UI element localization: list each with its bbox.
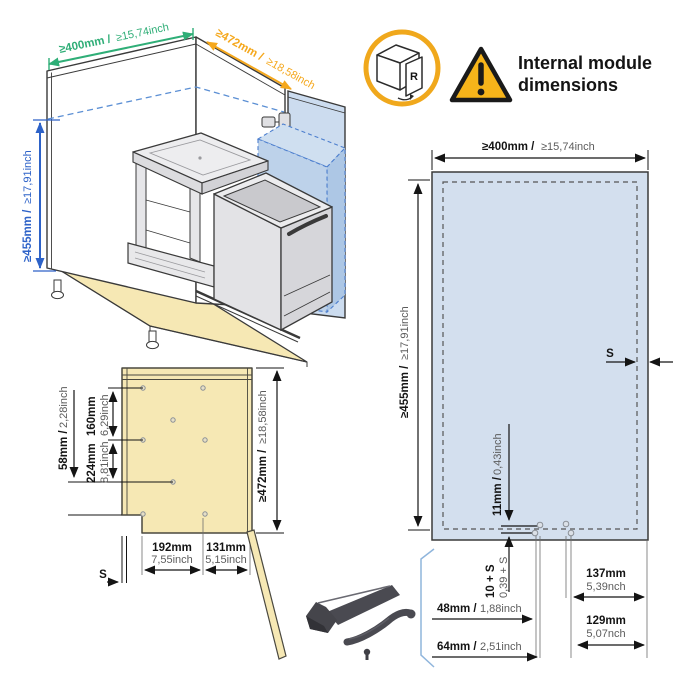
drop-mm: 11mm /	[492, 476, 504, 516]
side-plank	[246, 529, 287, 660]
dim-64-mm: 64mm /	[437, 641, 477, 653]
dim-48mm: 48mm / 1,88inch	[432, 603, 533, 624]
dim-58-mm: 58mm /	[58, 430, 70, 470]
dim-224-mm: 224mm	[86, 443, 98, 483]
panel-edge-lines	[122, 368, 252, 533]
module-reference-icon: R	[363, 29, 441, 107]
warning-icon	[449, 46, 513, 103]
isometric-cabinet-view: ≥400mm / ≥15,74inch ≥472mm / ≥18,58inch …	[22, 21, 346, 367]
drop-11mm-dimension: 11mm / 0,43inch	[492, 424, 538, 592]
edge-inch: 0,39 + S	[498, 557, 510, 598]
panel-width-dimension: ≥400mm / ≥15,74inch	[431, 141, 649, 170]
drill-holes	[531, 520, 575, 537]
cabinet-foot	[146, 330, 159, 350]
thickness-s-label: S	[99, 569, 107, 581]
dim-48-mm: 48mm /	[437, 603, 477, 615]
base-panel-drilling-view: 58mm / 2,28inch 160mm 6,29inch 224mm 8,8…	[58, 367, 287, 660]
dim-48-inch: 1,88inch	[480, 603, 522, 615]
dim-472-inch: ≥18,58inch	[257, 390, 269, 444]
dim-192-inch: 7,55inch	[151, 554, 193, 566]
detail-callout-bracket	[420, 548, 435, 668]
iso-height-mm: ≥455mm /	[22, 209, 34, 262]
dim-224mm: 224mm 8,81inch	[86, 441, 118, 483]
cabinet-foot	[51, 279, 64, 300]
extension-lines	[535, 536, 648, 658]
pullout-frame	[127, 132, 301, 343]
side-panel-front-view: ≥400mm / ≥15,74inch ≥455mm / ≥17,91inch …	[399, 141, 673, 668]
dim-472-mm: ≥472mm /	[257, 449, 269, 502]
dim-64-inch: 2,51inch	[480, 641, 522, 653]
dim-131mm: 131mm 5,15inch	[205, 542, 248, 575]
edge-10s-dimension: 10 + S 0,39 + S	[485, 557, 510, 598]
dim-192-mm: 192mm	[152, 542, 192, 554]
drop-inch: 0,43inch	[492, 433, 504, 475]
dim-224-inch: 8,81inch	[99, 441, 111, 483]
waste-bin	[213, 172, 333, 332]
panel-height-dimension: ≥455mm / ≥17,91inch	[399, 179, 430, 531]
panel-height-inch: ≥17,91inch	[399, 306, 411, 360]
dim-129mm: 129mm 5,07nch	[577, 615, 645, 650]
dim-129-mm: 129mm	[586, 615, 626, 627]
mounting-parts	[306, 585, 416, 660]
door-swing-arrow-icon	[397, 94, 414, 101]
drill-holes	[140, 385, 208, 517]
iso-height-dimension: ≥455mm / ≥17,91inch	[22, 119, 60, 272]
base-panel	[121, 367, 253, 534]
iso-height-inch: ≥17,91inch	[22, 150, 34, 204]
dim-131-mm: 131mm	[206, 542, 246, 554]
wedge-tool	[306, 585, 400, 633]
side-panel	[431, 171, 649, 541]
leader-lines	[68, 387, 173, 516]
door-r-label: R	[410, 71, 418, 83]
panel-width-mm: ≥400mm /	[482, 141, 535, 153]
panel-thickness-marker: S	[99, 536, 127, 587]
interior-guide-line	[47, 86, 285, 120]
dim-160-mm: 160mm	[86, 396, 98, 436]
dim-137mm: 137mm 5,39nch	[573, 568, 645, 602]
dim-131-inch: 5,15inch	[205, 554, 247, 566]
dim-58mm: 58mm / 2,28inch	[58, 386, 79, 478]
title-line-1: Internal module	[518, 53, 653, 73]
page-title: Internal module dimensions	[518, 52, 694, 96]
lever-tool	[343, 608, 416, 646]
dim-192mm: 192mm 7,55inch	[144, 542, 201, 575]
dim-137-mm: 137mm	[586, 568, 626, 580]
dim-64mm: 64mm / 2,51inch	[432, 641, 538, 662]
dim-160mm: 160mm 6,29inch	[86, 391, 118, 437]
panel-height-mm: ≥455mm /	[399, 365, 411, 418]
dim-129-inch: 5,07nch	[586, 628, 625, 640]
dim-137-inch: 5,39nch	[586, 581, 625, 593]
dim-160-inch: 6,29inch	[99, 394, 111, 436]
dim-58-inch: 2,28inch	[58, 386, 70, 428]
thickness-s-label: S	[606, 348, 614, 360]
screw	[363, 648, 371, 660]
panel-width-inch: ≥15,74inch	[541, 141, 595, 153]
edge-mm: 10 + S	[485, 564, 497, 598]
dim-472mm: ≥472mm / ≥18,58inch	[256, 367, 284, 534]
panel-thickness-marker: S	[606, 348, 673, 367]
title-line-2: dimensions	[518, 75, 619, 95]
